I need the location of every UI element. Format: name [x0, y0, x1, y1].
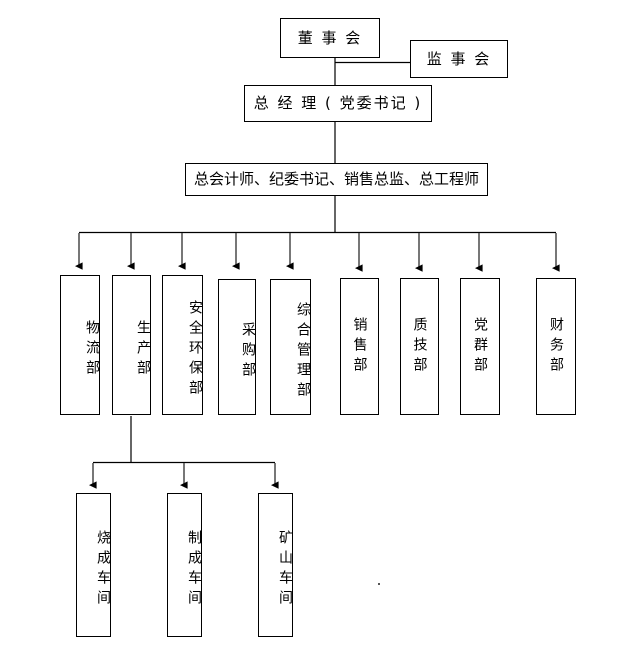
node-label: 采购部	[240, 322, 256, 382]
node-department-general-management[interactable]: 综合管理部	[270, 279, 311, 415]
node-label: 烧成车间	[95, 530, 111, 610]
node-label: 总会计师、纪委书记、销售总监、总工程师	[193, 170, 479, 188]
node-label: 制成车间	[186, 530, 202, 610]
node-label: 安全环保部	[187, 300, 203, 400]
node-department-production[interactable]: 生产部	[112, 275, 151, 415]
node-department-logistics[interactable]: 物流部	[60, 275, 100, 415]
stray-dot-mark	[378, 583, 380, 585]
node-workshop-calcination[interactable]: 烧成车间	[76, 493, 111, 637]
node-label: 董 事 会	[297, 28, 363, 47]
node-department-safety-environment[interactable]: 安全环保部	[162, 275, 203, 415]
node-general-manager[interactable]: 总 经 理 ( 党委书记 )	[244, 85, 432, 122]
node-workshop-manufacturing[interactable]: 制成车间	[167, 493, 202, 637]
node-label: 销售部	[351, 316, 368, 377]
node-label: 矿山车间	[277, 530, 293, 610]
node-label: 质技部	[411, 316, 428, 377]
node-label: 党群部	[472, 316, 488, 377]
node-label: 物流部	[84, 320, 100, 380]
node-label: 总 经 理 ( 党委书记 )	[253, 94, 423, 112]
node-department-finance[interactable]: 财务部	[536, 278, 576, 415]
node-label: 监 事 会	[426, 49, 492, 68]
node-department-quality-technology[interactable]: 质技部	[400, 278, 439, 415]
node-label: 综合管理部	[295, 302, 311, 402]
node-senior-officers[interactable]: 总会计师、纪委书记、销售总监、总工程师	[185, 163, 488, 196]
node-department-sales[interactable]: 销售部	[340, 278, 379, 415]
node-board-of-supervisors[interactable]: 监 事 会	[410, 40, 508, 78]
node-board-of-directors[interactable]: 董 事 会	[280, 18, 380, 58]
node-department-procurement[interactable]: 采购部	[218, 279, 256, 415]
node-workshop-mine[interactable]: 矿山车间	[258, 493, 293, 637]
node-label: 生产部	[135, 320, 151, 380]
node-department-party-affairs[interactable]: 党群部	[460, 278, 500, 415]
node-label: 财务部	[548, 316, 564, 377]
